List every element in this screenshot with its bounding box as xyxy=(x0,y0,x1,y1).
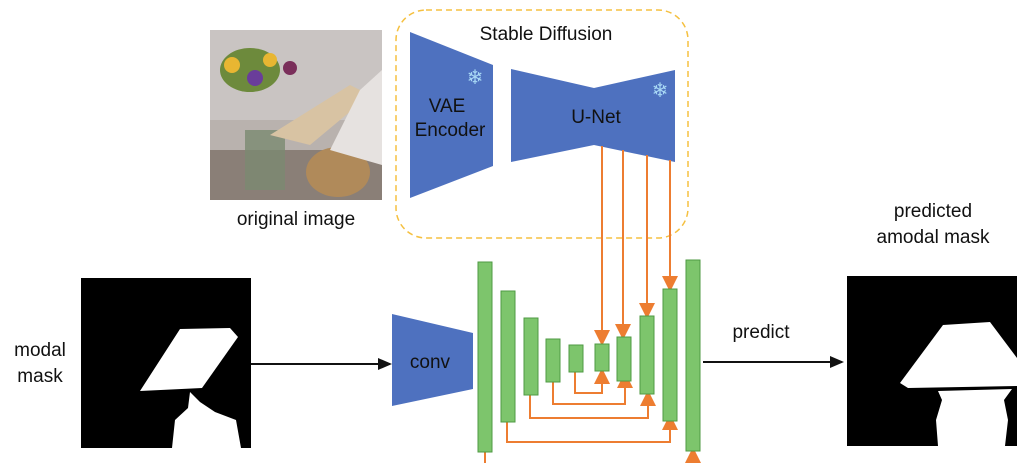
modal-mask-image xyxy=(81,278,251,448)
predicted-mask-label-line1: predicted xyxy=(894,201,972,222)
original-image-label: original image xyxy=(237,209,355,230)
unet-bar xyxy=(568,344,584,373)
modal-mask-label-line1: modal xyxy=(14,340,66,361)
unet-bar xyxy=(523,317,539,396)
predicted-mask-image xyxy=(847,276,1017,446)
vae-label-line1: VAE xyxy=(429,96,466,117)
unet-decoder-bars xyxy=(477,259,701,453)
skip-connections xyxy=(484,368,701,463)
unet-bar xyxy=(477,261,493,453)
unet-bar xyxy=(594,343,610,372)
unet-bar xyxy=(545,338,561,383)
unet-label: U-Net xyxy=(571,107,621,128)
predict-label: predict xyxy=(732,322,790,343)
unet-bar xyxy=(639,315,655,395)
original-image xyxy=(210,30,382,200)
snowflake-icon: ❄ xyxy=(652,80,669,102)
vae-encoder-block xyxy=(410,32,493,198)
unet-bar xyxy=(616,336,632,382)
unet-bar xyxy=(662,288,678,422)
unet-block xyxy=(511,69,675,162)
unet-bar xyxy=(500,290,516,423)
stable-diffusion-box xyxy=(395,9,689,239)
unet-feature-arrows xyxy=(594,146,678,346)
conv-block xyxy=(392,314,473,406)
unet-bar xyxy=(685,259,701,452)
stable-diffusion-label: Stable Diffusion xyxy=(480,24,613,45)
predicted-mask-label-line2: amodal mask xyxy=(877,227,990,248)
vae-label-line2: Encoder xyxy=(415,120,486,141)
modal-mask-label-line2: mask xyxy=(17,366,63,387)
snowflake-icon: ❄ xyxy=(467,67,484,89)
conv-label: conv xyxy=(410,352,451,373)
